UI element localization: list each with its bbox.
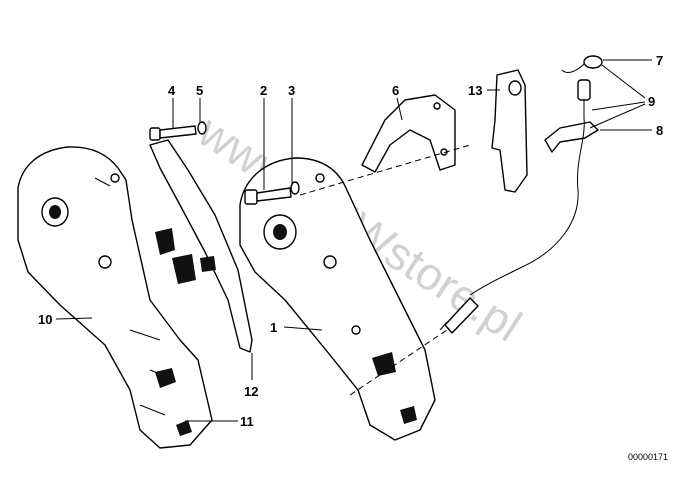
callout-9: 9: [648, 94, 655, 109]
part-8-holder[interactable]: [544, 121, 599, 153]
callout-12: 12: [244, 384, 258, 399]
alignment-line-lower: [349, 327, 451, 396]
leader-1: [283, 326, 323, 331]
diagram-number: 00000171: [628, 452, 668, 462]
callout-4: 4: [168, 83, 176, 98]
part-9-sensor-plug[interactable]: [577, 79, 591, 118]
leader-9a: [601, 64, 646, 99]
part-5-washer[interactable]: [197, 121, 207, 135]
callout-6: 6: [392, 83, 399, 98]
part-6-bracket[interactable]: [361, 94, 456, 173]
part-13-plate[interactable]: [491, 69, 528, 193]
callout-5: 5: [196, 83, 203, 98]
callout-3: 3: [288, 83, 295, 98]
callout-1: 1: [270, 320, 277, 335]
callout-13: 13: [468, 83, 482, 98]
part-1-right-cover[interactable]: [239, 157, 436, 441]
part-10-left-cover[interactable]: [17, 146, 213, 449]
part-3-washer[interactable]: [290, 181, 300, 195]
callout-8: 8: [656, 123, 663, 138]
callout-7: 7: [656, 53, 663, 68]
part-7-cap[interactable]: [561, 55, 603, 73]
leader-9b: [591, 101, 646, 111]
leader-6: [396, 97, 403, 121]
leader-9c: [589, 103, 646, 129]
callout-2: 2: [260, 83, 267, 98]
leader-10: [55, 317, 93, 320]
sensor-cable[interactable]: [439, 117, 585, 334]
part-12-seal-strip[interactable]: [149, 139, 253, 353]
part-4-bolt[interactable]: [149, 125, 197, 141]
callout-10: 10: [38, 312, 52, 327]
callout-11: 11: [240, 414, 254, 429]
part-2-bolt[interactable]: [244, 187, 292, 205]
